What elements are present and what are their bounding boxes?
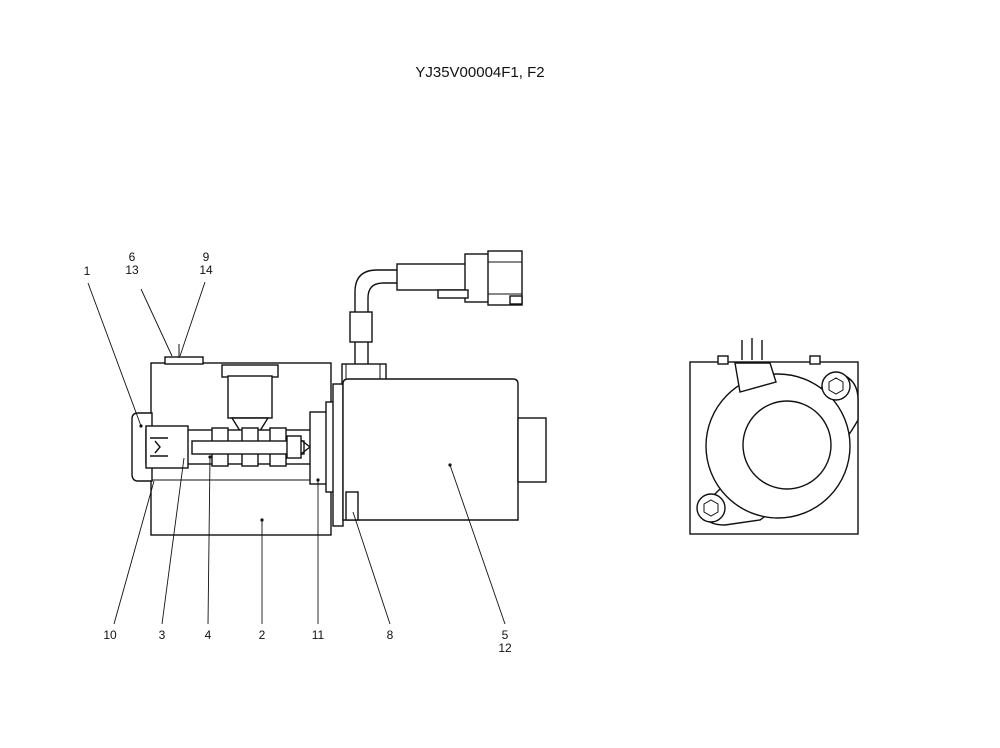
- drawing-title: YJ35V00004F1, F2: [415, 64, 544, 81]
- callout-labels: 1 6 13 9 14 10 3 4 2 11 8 5 12: [84, 250, 512, 655]
- callout-13: 13: [125, 263, 139, 277]
- valve-end-view: [689, 338, 859, 535]
- spool: [191, 440, 305, 455]
- solenoid-end-cap: [517, 417, 547, 483]
- callout-4: 4: [205, 628, 212, 642]
- callout-14: 14: [199, 263, 213, 277]
- callout-11: 11: [312, 628, 325, 642]
- callout-9: 9: [203, 250, 210, 264]
- callout-6: 6: [129, 250, 136, 264]
- solenoid-flange: [309, 411, 329, 485]
- leader-lines: [87, 281, 506, 625]
- wire-harness: [349, 250, 523, 365]
- valve-side-view: [131, 250, 547, 536]
- callout-3: 3: [159, 628, 166, 642]
- callout-8: 8: [387, 628, 394, 642]
- solenoid-housing: [342, 378, 519, 521]
- callout-10: 10: [103, 628, 117, 642]
- callout-1: 1: [84, 264, 91, 278]
- callout-5: 5: [502, 628, 509, 642]
- lock-nut: [345, 491, 359, 521]
- sensor-port: [221, 364, 279, 441]
- callout-12: 12: [498, 641, 512, 655]
- callout-2: 2: [259, 628, 266, 642]
